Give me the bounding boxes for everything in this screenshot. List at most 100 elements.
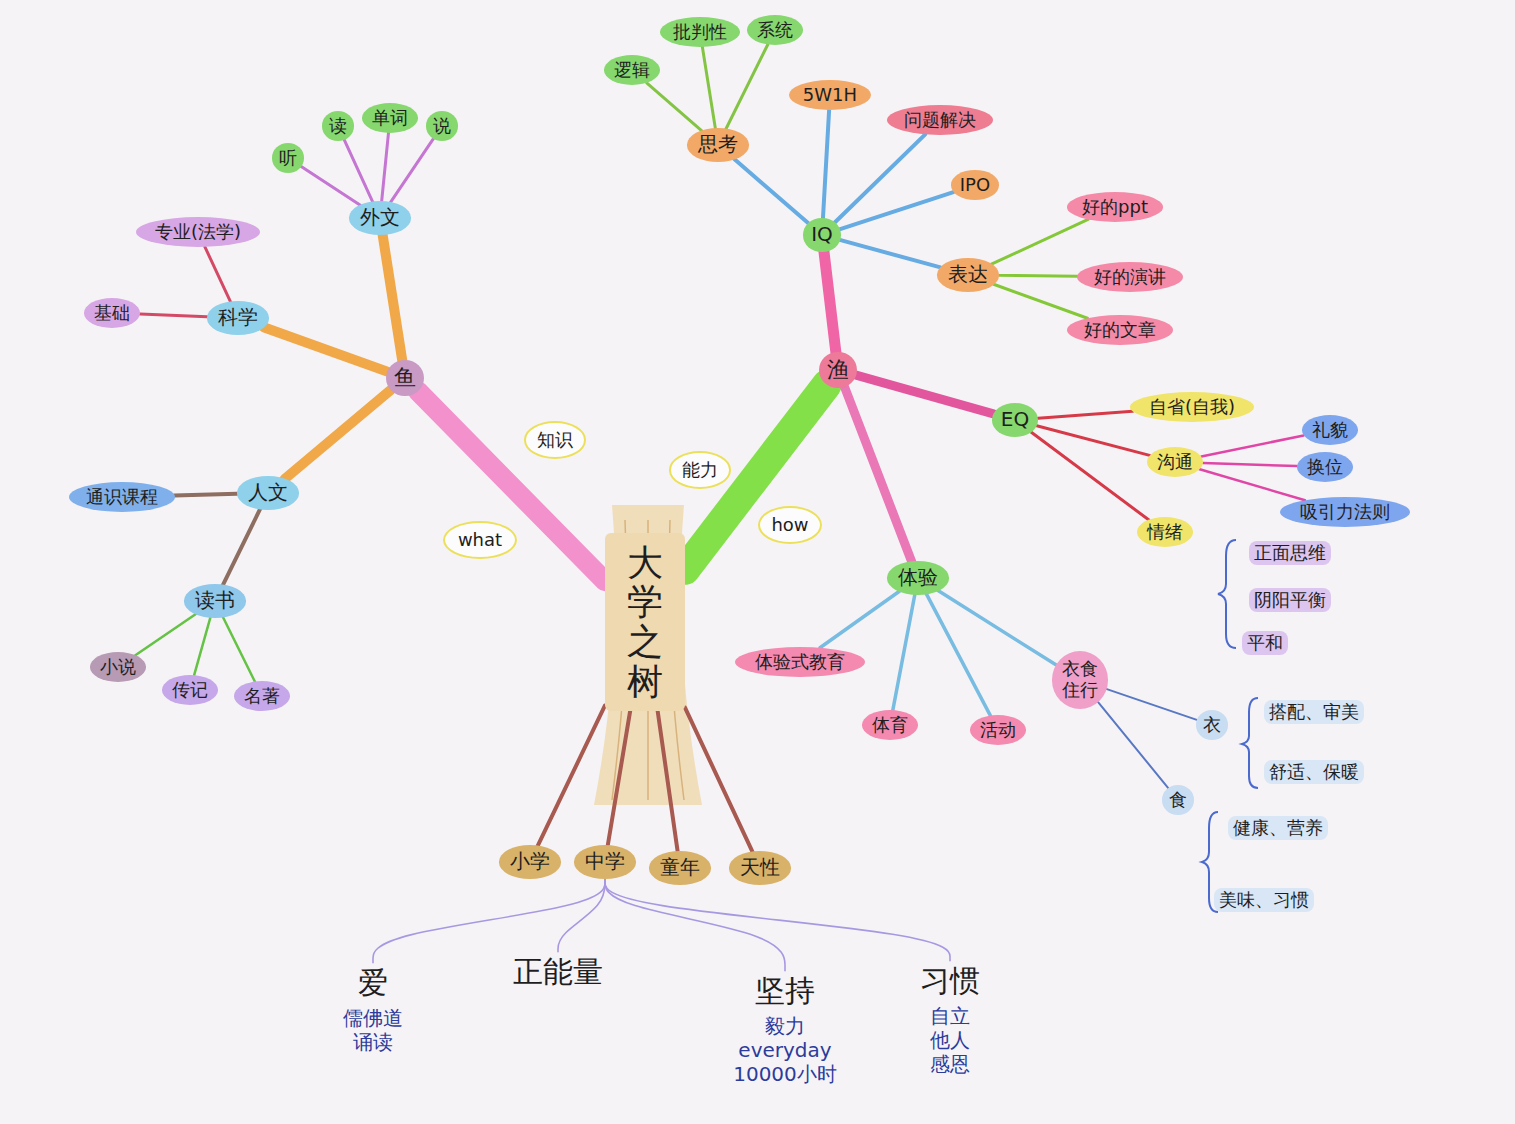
branch-line [194, 617, 210, 675]
value-heading: 习惯自立 他人 感恩 [916, 961, 984, 1080]
node-label: 坚持 [755, 974, 815, 1009]
text-holder: 小学 [510, 850, 550, 873]
value-heading: 正能量 [509, 952, 607, 993]
topic-blob: 好的文章 [1067, 315, 1172, 345]
text-holder: 童年 [660, 856, 700, 879]
text-holder: 吸引力法则 [1300, 502, 1390, 523]
topic-blob: IPO [951, 170, 1000, 200]
text-holder: 习惯自立 他人 感恩 [920, 964, 980, 1077]
topic-blob: 体验式教育 [735, 647, 865, 677]
node-label: 换位 [1307, 457, 1343, 478]
text-holder: 体验 [898, 566, 938, 589]
topic-blob: 衣食住行 [1052, 651, 1109, 709]
node-label: 人文 [248, 481, 288, 504]
node-label: 能力 [682, 460, 718, 481]
node-label: 名著 [244, 686, 280, 707]
branch-line [893, 594, 915, 710]
node-label: 情绪 [1147, 522, 1183, 543]
text-holder: 活动 [980, 720, 1016, 741]
text-holder: 食 [1169, 790, 1187, 811]
branch-line [301, 167, 360, 206]
text-holder: 爱儒佛道 诵读 [343, 966, 403, 1055]
text-holder: 小说 [100, 657, 136, 678]
text-holder: 思考 [698, 133, 738, 156]
topic-blob: 传记 [162, 675, 219, 705]
topic-blob: 名著 [234, 681, 291, 711]
topic-blob: 好的演讲 [1077, 262, 1182, 292]
topic-blob: 体育 [862, 710, 919, 740]
bracket-item: 搭配、审美 [1264, 700, 1364, 724]
topic-blob: 思考 [687, 128, 749, 161]
node-label: 童年 [660, 856, 700, 879]
node-label: 衣食住行 [1062, 659, 1098, 700]
node-label: 问题解决 [904, 110, 976, 131]
topic-blob: 逻辑 [604, 55, 661, 85]
text-holder: IQ [811, 223, 833, 246]
branch-line [823, 110, 829, 219]
topic-blob: 问题解决 [887, 105, 992, 135]
text-holder: 天性 [740, 856, 780, 879]
branch-line [1107, 689, 1197, 720]
node-label: IQ [811, 223, 833, 246]
node-label: 沟通 [1157, 452, 1193, 473]
branch-line [390, 139, 433, 203]
bracket-item: 正面思维 [1249, 541, 1331, 565]
node-label: 传记 [172, 680, 208, 701]
text-holder: 好的演讲 [1094, 267, 1166, 288]
branch-line [726, 44, 768, 129]
text-holder: 读 [329, 116, 347, 137]
text-holder: IPO [960, 175, 990, 196]
branch-line [1031, 432, 1149, 520]
topic-blob: 表达 [937, 258, 999, 291]
text-holder: 说 [433, 116, 451, 137]
branch-line [999, 274, 1077, 278]
text-holder: 专业(法学) [155, 222, 241, 243]
node-label: 科学 [218, 306, 258, 329]
text-holder: EQ [1001, 408, 1029, 431]
topic-blob: 礼貌 [1302, 415, 1359, 445]
text-holder: 名著 [244, 686, 280, 707]
value-heading: 坚持毅力 everyday 10000小时 [729, 971, 841, 1090]
branch-line [994, 284, 1088, 318]
branch-line [538, 705, 605, 846]
text-holder: 中学 [585, 850, 625, 873]
keyword-circle: 能力 [669, 451, 732, 489]
branch-line [605, 879, 950, 961]
topic-blob: 情绪 [1137, 517, 1194, 547]
text-holder: 情绪 [1147, 522, 1183, 543]
node-label: 中学 [585, 850, 625, 873]
node-note: 毅力 everyday 10000小时 [733, 1014, 837, 1086]
bracket [1242, 698, 1258, 788]
branch-line [839, 192, 953, 229]
branch-line [223, 617, 255, 682]
node-label: 5W1H [803, 85, 857, 106]
node-label: 活动 [980, 720, 1016, 741]
topic-blob: 专业(法学) [136, 217, 260, 247]
text-holder: 表达 [948, 263, 988, 286]
text-holder: 问题解决 [904, 110, 976, 131]
topic-blob: IQ [803, 218, 840, 251]
node-label: IPO [960, 175, 990, 196]
text-holder: 通识课程 [86, 487, 158, 508]
node-label: 吸引力法则 [1300, 502, 1390, 523]
node-label: 系统 [757, 20, 793, 41]
text-holder: 科学 [218, 306, 258, 329]
branch-line [605, 879, 785, 971]
branch-line [373, 879, 605, 963]
node-label: 礼貌 [1312, 420, 1348, 441]
node-label: how [771, 515, 808, 536]
topic-blob: 说 [426, 111, 458, 141]
branch-line [845, 387, 912, 562]
topic-blob: 人文 [237, 476, 299, 509]
topic-blob: 衣 [1196, 710, 1228, 740]
text-holder: 渔 [827, 357, 849, 382]
topic-blob: 小说 [90, 652, 147, 682]
node-label: 体验 [898, 566, 938, 589]
text-holder: 坚持毅力 everyday 10000小时 [733, 974, 837, 1087]
topic-blob: 鱼 [386, 360, 424, 396]
keyword-circle: what [443, 521, 517, 559]
text-holder: 体验式教育 [755, 652, 845, 673]
branch-line [205, 247, 231, 302]
text-holder: 正能量 [513, 955, 603, 990]
branch-line [608, 711, 630, 845]
